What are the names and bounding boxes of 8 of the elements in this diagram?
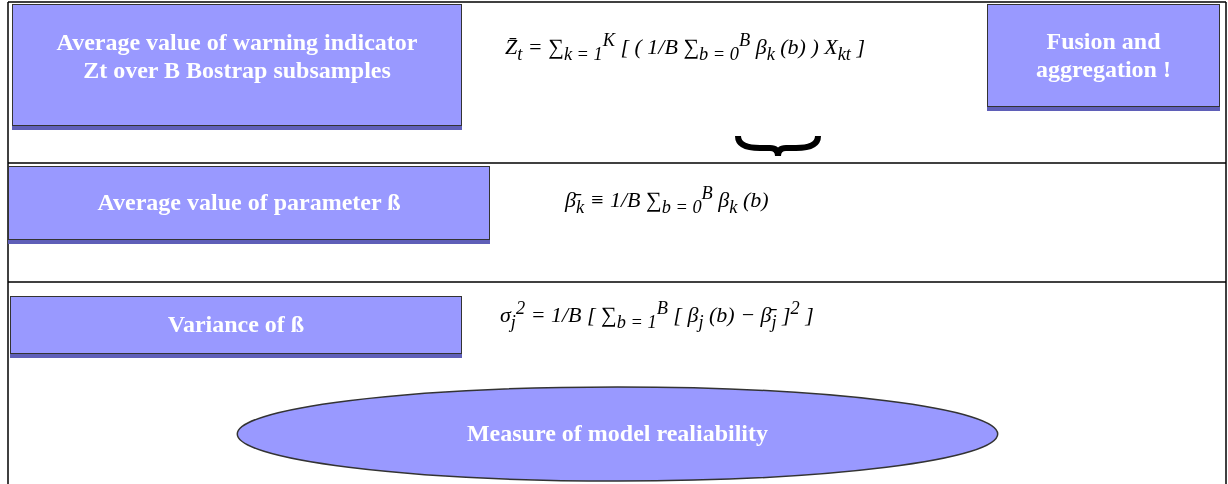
node-label: Average value of warning indicator Zt over B Bostrap subsamples [55, 29, 419, 85]
math-formula: σ$_{j}$$^{2}$ = 1/B [ ∑$_{b = 1}$$^{B}$ [ β$_{j}$ (b) − β̄$_{j}$ ]$^{2}$ ] [500, 298, 814, 333]
node-label: Variance of ß [167, 311, 305, 339]
node-label: Average value of parameter ß [97, 189, 401, 217]
node-label: Measure of model realiability [466, 420, 769, 448]
node-label: Fusion and aggregation ! [1035, 27, 1172, 84]
math-formula: Z̄$_{t}$ = ∑$_{k = 1}$$^{K}$ [ ( 1/B ∑$_{b = 0}$$^{B}$ β$_{k}$ (b) ) X$_{kt}$ ] [505, 30, 865, 65]
math-formula: β̄$_{k}$ ≡ 1/B ∑$_{b = 0}$$^{B}$ β$_{k}$ (b) [565, 183, 769, 218]
